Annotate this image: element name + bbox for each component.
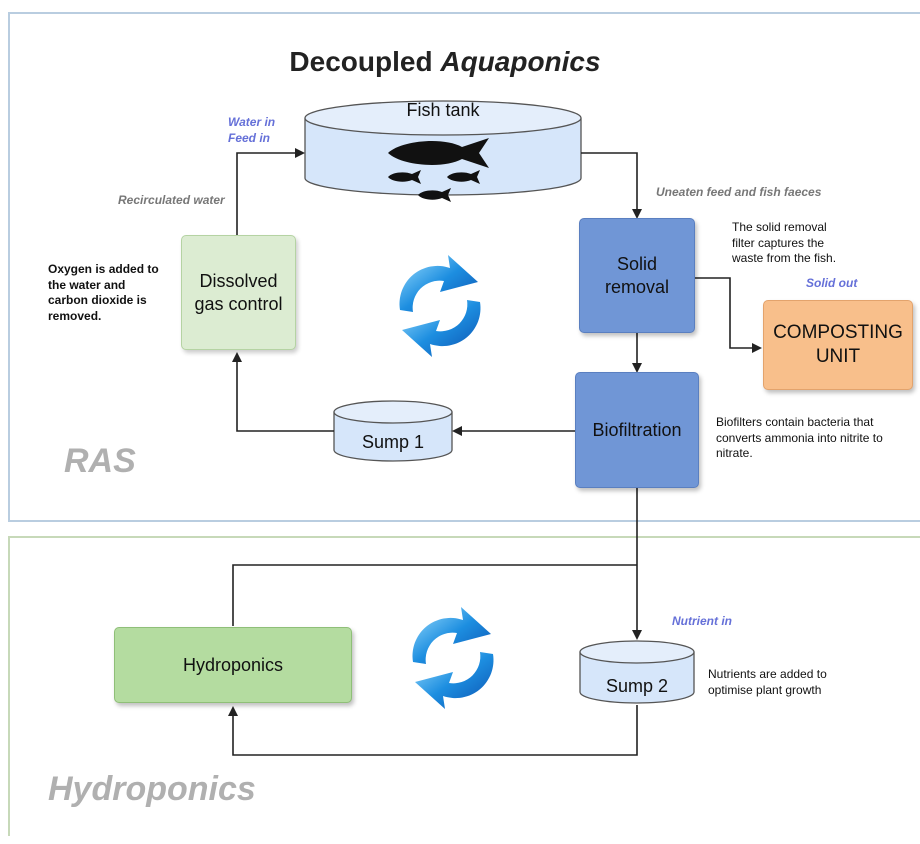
recirculated-water-label: Recirculated water [118,193,225,207]
nutrients-note: Nutrients are added to optimise plant gr… [708,667,827,697]
uneaten-feed-label: Uneaten feed and fish faeces [656,185,822,199]
solid-out-label: Solid out [806,276,858,290]
fish-icon [388,138,489,202]
title-prefix: Decoupled [289,46,441,77]
composting-unit-box: COMPOSTING UNIT [763,300,913,390]
arrow-fishtank-to-solid [581,152,642,219]
hydroponics-section-label: Hydroponics [48,770,256,808]
water-in-label: Water in [228,115,276,129]
title-emphasis: Aquaponics [440,46,601,77]
arrow-sump1-to-gas [232,352,334,432]
oxygen-note: Oxygen is added to the water and carbon … [48,262,159,323]
line-hydroponics-return [232,564,637,626]
ras-section-label: RAS [64,442,136,480]
nutrient-in-label: Nutrient in [672,614,732,628]
sump-2-label: Sump 2 [605,676,669,696]
recycle-arrows-icon-hydroponics [412,607,494,709]
hydroponics-panel [8,536,920,836]
dissolved-gas-control-box: Dissolved gas control [181,235,296,350]
sump-1-label: Sump 1 [361,432,425,452]
sump-1-cylinder [333,400,453,462]
solid-removal-box: Solid removal [579,218,695,333]
feed-in-label: Feed in [228,131,271,145]
recycle-arrows-icon-ras [399,255,481,357]
flow-lines [228,148,762,756]
biofilters-note: Biofilters contain bacteria that convert… [716,415,883,461]
solid-filter-note: The solid removal filter captures the wa… [732,220,837,266]
page-title: Decoupled Aquaponics [0,46,890,78]
arrow-solid-to-compost [695,277,762,353]
arrow-sump2-to-hydroponics [228,705,638,756]
arrow-gas-to-fishtank [236,148,305,235]
sump-2-cylinder [579,640,695,704]
biofiltration-box: Biofiltration [575,372,699,488]
ras-panel [8,12,920,522]
fish-tank-label: Fish tank [406,100,480,120]
hydroponics-box: Hydroponics [114,627,352,703]
